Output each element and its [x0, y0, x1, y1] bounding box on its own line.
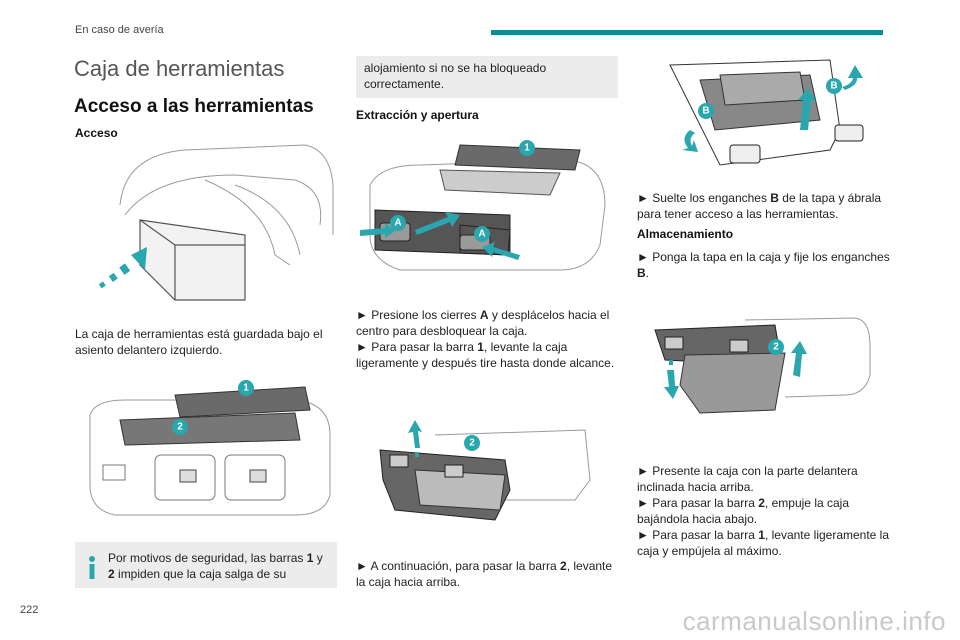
svg-text:1: 1 [524, 143, 530, 154]
rotate-arrow-icon [842, 65, 863, 90]
safety-note-continued-text: alojamiento si no se ha bloqueado correc… [364, 61, 547, 91]
store-box-illustration: 2 [654, 317, 871, 414]
badge-2: 2 [464, 435, 480, 451]
badge-2: 2 [172, 419, 188, 435]
arrow-icon [415, 212, 460, 235]
running-header: En caso de avería [75, 24, 164, 36]
svg-text:2: 2 [177, 422, 183, 433]
access-heading: Acceso a las herramientas [74, 96, 314, 117]
arrow-icon [360, 223, 395, 238]
badge-a: A [390, 215, 406, 231]
svg-text:A: A [478, 229, 485, 240]
removal-step-2: ► Para pasar la barra 1, levante la caja… [356, 340, 615, 370]
arrow-up-icon [408, 420, 422, 448]
access-subheading: Acceso [75, 126, 118, 140]
catches-illustration: 1 A A [360, 140, 606, 271]
storage-step-3: ► Para pasar la barra 2, empuje la caja … [637, 496, 849, 526]
toolbox-bars-illustration: 1 2 [89, 380, 331, 516]
removal-step-3: ► A continuación, para pasar la barra 2,… [356, 559, 613, 589]
rotate-arrow-icon [682, 130, 698, 152]
svg-text:2: 2 [773, 342, 779, 353]
header-rule [491, 30, 883, 35]
badge-1: 1 [519, 140, 535, 156]
watermark: carmanualsonline.info [682, 606, 946, 636]
storage-heading: Almacenamiento [637, 227, 734, 241]
push-arrow-icon [98, 247, 147, 289]
svg-text:B: B [702, 106, 709, 117]
removal-heading: Extracción y apertura [356, 108, 479, 122]
svg-text:B: B [830, 81, 837, 92]
info-icon [89, 556, 95, 579]
arrow-down-icon [664, 370, 679, 399]
arrow-up-icon [791, 341, 807, 377]
page-number: 222 [20, 604, 39, 616]
svg-text:A: A [394, 218, 401, 229]
arrow-icon [482, 242, 520, 260]
badge-a: A [474, 226, 490, 242]
badge-1: 1 [238, 380, 254, 396]
seat-illustration [98, 144, 334, 301]
badge-b: B [698, 103, 714, 119]
svg-text:2: 2 [469, 438, 475, 449]
access-text: La caja de herramientas está guardada ba… [75, 327, 323, 357]
safety-note-text: Por motivos de seguridad, las barras 1 y… [108, 551, 323, 581]
badge-2: 2 [768, 339, 784, 355]
removal-step-4: ► Suelte los enganches B de la tapa y áb… [637, 191, 882, 221]
arrow-up-icon [798, 88, 816, 130]
lift-box-illustration: 2 [379, 420, 591, 521]
safety-note-continued [356, 56, 618, 98]
storage-step-1: ► Ponga la tapa en la caja y fije los en… [637, 250, 890, 280]
removal-step-1: ► Presione los cierres A y desplácelos h… [356, 308, 610, 338]
page-title: Caja de herramientas [74, 56, 285, 81]
storage-step-4: ► Para pasar la barra 1, levante ligeram… [637, 528, 890, 558]
svg-text:1: 1 [243, 383, 249, 394]
lid-hooks-illustration: B B [669, 59, 864, 166]
storage-step-2: ► Presente la caja con la parte delanter… [637, 464, 858, 494]
safety-note [75, 542, 337, 588]
badge-b: B [826, 78, 842, 94]
